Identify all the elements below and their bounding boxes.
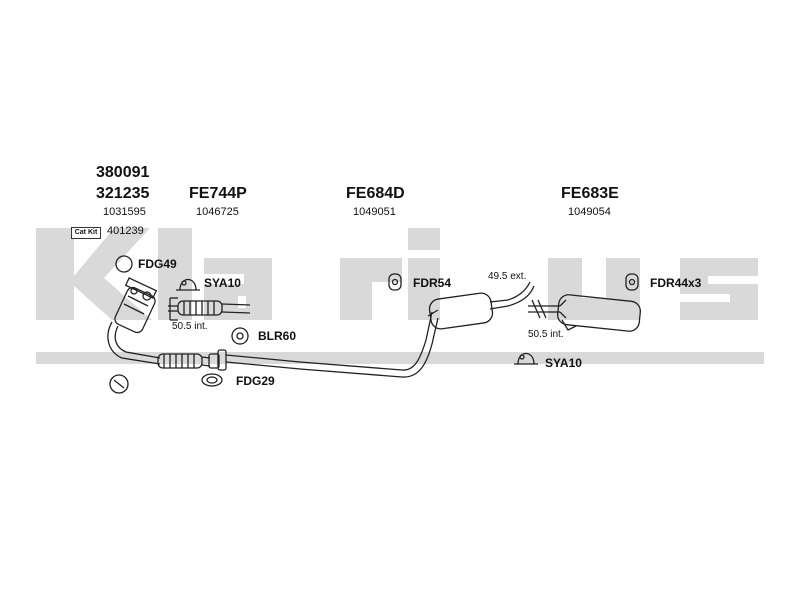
dimension-front-int: 50.5 int.	[172, 321, 208, 332]
part-code-fe683e: FE683E	[561, 185, 619, 202]
part-number-1049051: 1049051	[353, 206, 396, 218]
watermark-letter-i-stem	[408, 258, 440, 320]
part-number-1046725: 1046725	[196, 206, 239, 218]
gasket-flange	[208, 349, 227, 371]
watermark-letter-l	[158, 228, 192, 320]
catalytic-converter	[114, 277, 158, 334]
centre-pipe	[225, 311, 439, 378]
fitting-label-blr60: BLR60	[258, 329, 297, 343]
fitting-label-fdg49: FDG49	[138, 257, 177, 271]
part-code-fe684d: FE684D	[346, 185, 405, 202]
watermark-letter-k-arm	[74, 228, 152, 320]
rear-silencer	[548, 294, 642, 332]
watermark-letter-k-stem	[36, 228, 74, 320]
dimension-rear-int: 50.5 int.	[528, 329, 564, 340]
part-number-1031595: 1031595	[103, 206, 146, 218]
fitting-label-fdr54: FDR54	[413, 276, 452, 290]
part-code-380091: 380091	[96, 164, 150, 181]
catkit-number: 401239	[107, 225, 144, 237]
watermark-letter-s	[680, 258, 758, 320]
catkit-tag: Cat Kit	[71, 227, 101, 239]
front-downpipe	[107, 321, 161, 365]
centre-silencer	[427, 281, 535, 330]
watermark-letter-u	[548, 258, 640, 320]
cut-marks	[528, 299, 548, 319]
fitting-label-sya10-front: SYA10	[204, 276, 241, 290]
part-number-1049054: 1049054	[568, 206, 611, 218]
fitting-label-fdg29: FDG29	[236, 374, 275, 388]
part-code-fe744p: FE744P	[189, 185, 247, 202]
fitting-label-fdr44x3: FDR44x3	[650, 276, 702, 290]
part-code-321235: 321235	[96, 185, 150, 202]
fitting-label-sya10-rear: SYA10	[545, 356, 582, 370]
flex-section	[157, 353, 211, 369]
watermark-letter-r	[340, 258, 402, 320]
connection-pipe	[168, 297, 251, 321]
watermark-letter-a	[204, 258, 272, 320]
watermark-letter-i-dot	[408, 228, 440, 250]
dimension-mid-ext: 49.5 ext.	[488, 271, 527, 282]
